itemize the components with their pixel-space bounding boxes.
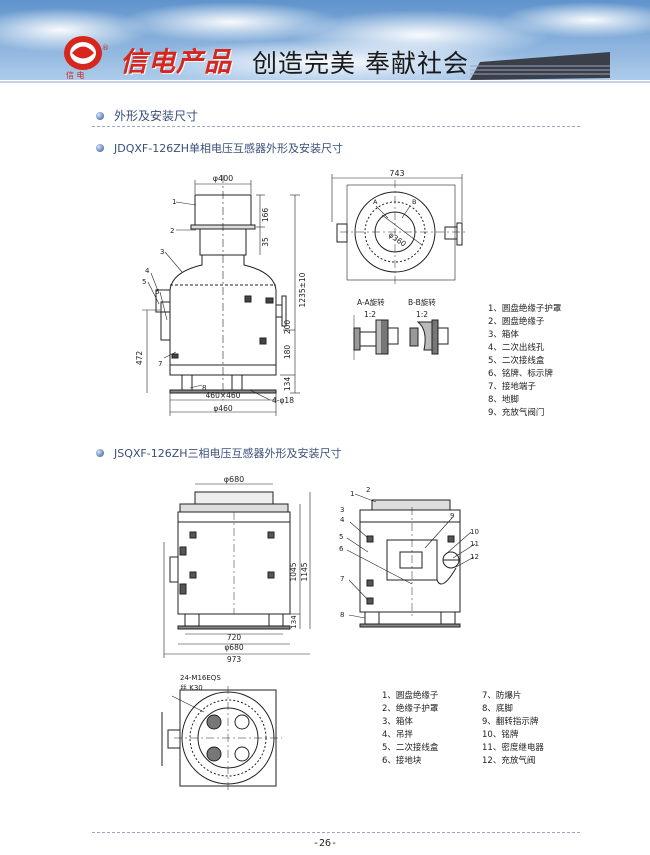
brand-name: 信电产品 [120,47,232,78]
svg-text:5: 5 [142,278,146,286]
svg-text:460×460: 460×460 [206,391,241,400]
bullet-icon [96,449,104,457]
svg-text:166: 166 [261,208,270,223]
svg-text:1145: 1145 [300,562,309,581]
svg-text:3: 3 [160,248,164,256]
svg-text:973: 973 [227,655,242,664]
svg-text:φ400: φ400 [213,174,234,183]
svg-text:4-φ18: 4-φ18 [272,396,294,405]
legend-item: 9、充放气阀门 [488,408,545,418]
legend-item: 9、翻转指示牌 [482,717,539,727]
svg-text:472: 472 [135,351,144,366]
svg-text:1045: 1045 [289,562,298,581]
svg-text:10: 10 [470,528,479,536]
svg-text:1:2: 1:2 [364,310,376,319]
svg-text:4: 4 [340,516,345,524]
registered-mark: ® [102,44,109,52]
svg-text:5: 5 [339,533,343,541]
svg-text:8: 8 [340,611,344,619]
svg-text:1:2: 1:2 [416,310,428,319]
footer-divider [92,832,580,833]
svg-text:φ460: φ460 [213,404,232,413]
legend-item: 8、底脚 [482,704,513,714]
legend-item: 3、箱体 [382,717,413,727]
svg-text:2: 2 [170,227,174,235]
svg-text:7: 7 [340,575,344,583]
company-logo-icon [64,36,102,70]
legend-item: 7、防爆片 [482,691,522,701]
svg-text:12: 12 [470,553,479,561]
svg-text:1: 1 [350,490,354,498]
svg-text:φ360: φ360 [387,230,408,249]
bullet-icon [96,144,104,152]
diagram1-drawing: φ400 166 35 1235±10 180 200 134 472 460×… [135,169,465,416]
diagram2-top-drawing: 24-M16EQS 丝 K30 [161,674,282,790]
svg-text:丝 K30: 丝 K30 [180,683,203,692]
svg-text:φ680: φ680 [224,643,243,652]
svg-text:743: 743 [389,169,404,178]
legend-item: 5、二次接线盒 [488,356,545,366]
legend-item: 4、吊拌 [382,730,413,740]
svg-text:6: 6 [339,545,344,553]
svg-text:24-M16EQS: 24-M16EQS [180,674,221,682]
bullet-icon [96,111,104,120]
legend-item: 5、二次接线盒 [382,743,439,753]
diagram2-title: JSQXF-126ZH三相电压互感器外形及安装尺寸 [96,445,342,461]
legend-item: 6、铭牌、标示牌 [488,369,553,379]
svg-text:8: 8 [202,384,206,392]
legend-item: 4、二次出线孔 [488,343,545,353]
legend-item: 10、铭牌 [482,730,519,740]
svg-text:A-A旋转: A-A旋转 [357,297,385,307]
svg-text:180: 180 [283,345,292,360]
legend-item: 8、地脚 [488,395,519,405]
svg-text:200: 200 [283,320,292,335]
svg-text:720: 720 [227,633,242,642]
logo-subtext: 信 电 [66,71,85,80]
svg-text:1235±10: 1235±10 [298,272,307,307]
svg-text:11: 11 [470,540,479,548]
sky-banner-graphic [0,0,650,92]
svg-text:134: 134 [290,615,298,629]
legend-item: 7、接地端子 [488,382,536,392]
svg-text:134: 134 [283,377,292,392]
legend-item: 2、绝缘子护罩 [382,704,439,714]
slogan: 创造完美 奉献社会 [252,49,469,78]
legend-item: 1、圆盘绝缘子 [382,691,439,701]
svg-text:35: 35 [261,237,270,247]
svg-text:7: 7 [158,360,162,368]
svg-text:1: 1 [172,198,176,206]
svg-text:2: 2 [366,486,370,494]
svg-text:6: 6 [155,288,160,296]
legend-item: 2、圆盘绝缘子 [488,317,545,327]
page-number: -26- [312,838,338,849]
svg-text:B-B旋转: B-B旋转 [408,297,436,307]
svg-text:B: B [412,198,416,206]
legend-item: 12、充放气阀 [482,756,536,766]
svg-text:9: 9 [450,512,454,520]
svg-text:3: 3 [340,506,344,514]
diagram2-front-drawing: φ680 1045 1145 134 720 φ680 973 2 1 3 4 … [163,475,479,664]
svg-text:φ680: φ680 [224,475,245,484]
section-title: 外形及安装尺寸 [96,107,198,124]
legend-item: 1、圆盘绝缘子护罩 [488,304,562,314]
diagram2-legend: 1、圆盘绝缘子 7、防爆片 2、绝缘子护罩 8、底脚 3、箱体 9、翻转指示牌 … [382,690,592,768]
section-divider [92,126,580,127]
legend-item: 3、箱体 [488,330,519,340]
diagram1-title: JDQXF-126ZH单相电压互感器外形及安装尺寸 [96,140,343,156]
svg-text:4: 4 [145,267,150,275]
legend-item: 11、密度继电器 [482,743,544,753]
svg-text:A: A [373,198,378,206]
legend-item: 6、接地块 [382,756,422,766]
diagram1-legend: 1、圆盘绝缘子护罩 2、圆盘绝缘子 3、箱体 4、二次出线孔 5、二次接线盒 6… [488,303,561,420]
header-banner: 信 电 ® 信电产品 创造完美 奉献社会 [0,0,650,92]
